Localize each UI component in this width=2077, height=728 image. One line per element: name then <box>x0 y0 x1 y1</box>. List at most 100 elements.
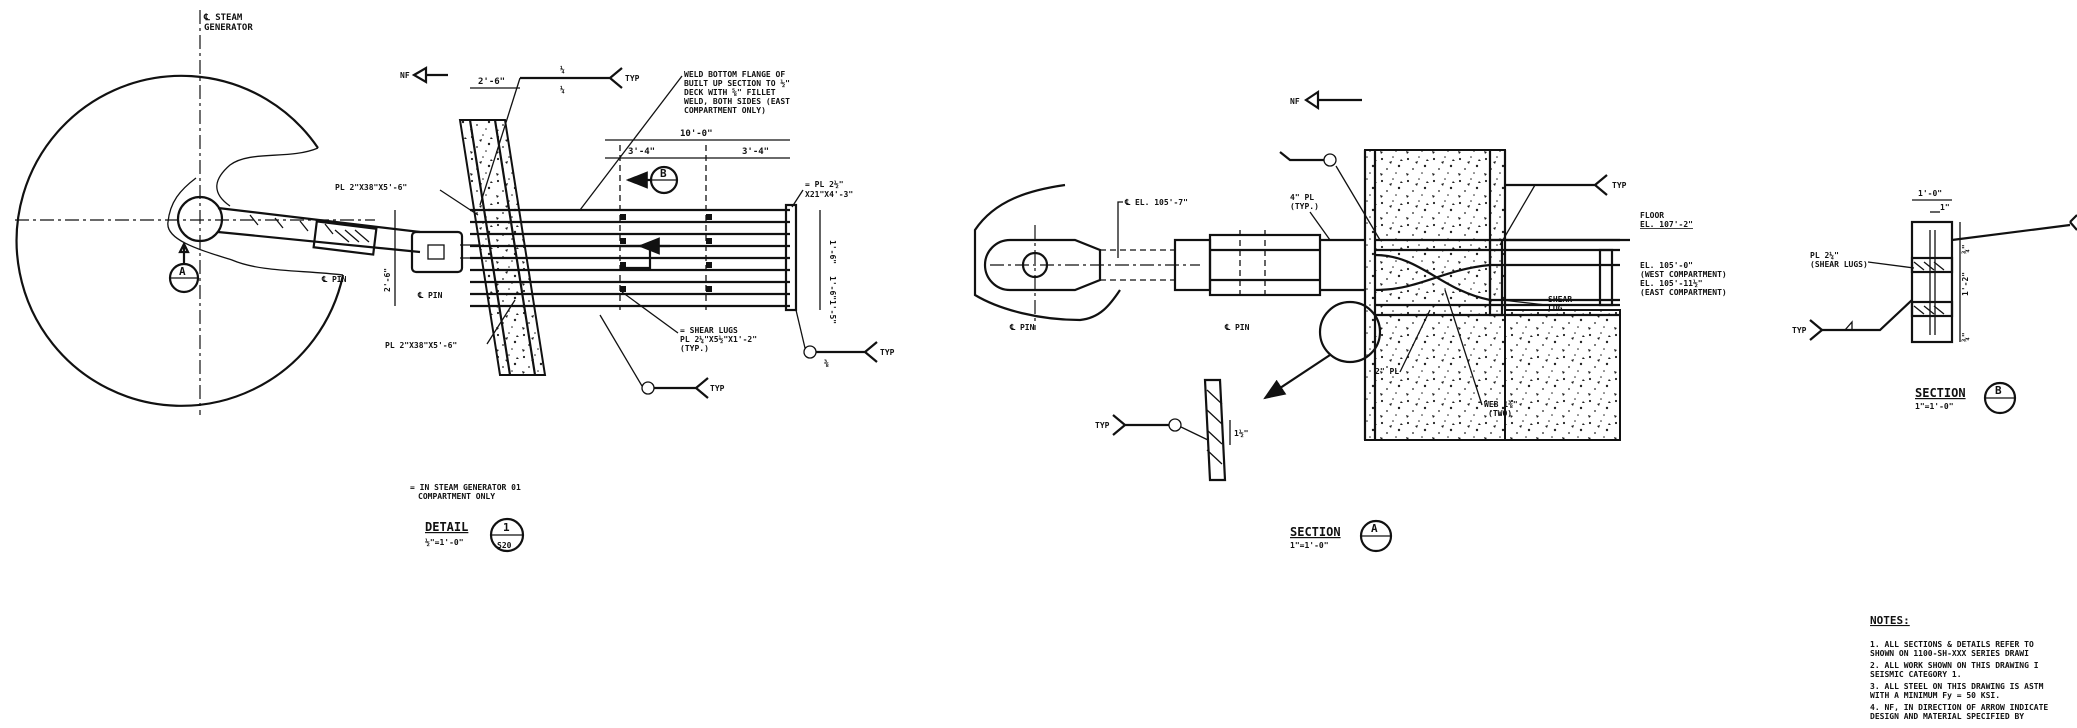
note-line-4: SEISMIC CATEGORY 1. <box>1870 670 1962 679</box>
svg-text:WELD BOTTOM FLANGE OF: WELD BOTTOM FLANGE OF <box>684 70 785 79</box>
pl-b-label-1: PL 2¼" <box>1810 251 1839 260</box>
nf-arrow <box>411 66 448 84</box>
dim-1-2: 1'-2" <box>1961 272 1970 296</box>
svg-text:(TYP.): (TYP.) <box>680 344 709 353</box>
svg-text:= SHEAR LUGS: = SHEAR LUGS <box>680 326 738 335</box>
pin-eye <box>983 238 1102 292</box>
el-east-2: (EAST COMPARTMENT) <box>1640 288 1727 297</box>
notes-heading: NOTES: <box>1870 614 1910 627</box>
pin-hole <box>427 244 445 260</box>
nf-label-a: NF <box>1290 97 1300 106</box>
pl-top-label: PL 2"X38"X5'-6" <box>335 183 407 192</box>
note-line-7: 4. NF, IN DIRECTION OF ARROW INDICATE <box>1870 703 2048 712</box>
beam-web-bottom <box>1374 263 1620 292</box>
shear-lug-label-2: LUG <box>1548 304 1563 313</box>
detail-callout-circle <box>1318 300 1382 364</box>
section-a-marker-letter: A <box>179 265 186 278</box>
pl4-label-2: (TYP.) <box>1290 202 1319 211</box>
clevis-plate <box>312 220 378 256</box>
typ-label-sketch: TYP <box>1095 421 1110 430</box>
weld-symbol-b <box>1822 299 1913 332</box>
el-west-2: (WEST COMPARTMENT) <box>1640 270 1727 279</box>
note-line-6: WITH A MINIMUM Fy = 50 KSI. <box>1870 691 2000 700</box>
notes-block: NOTES: 1. ALL SECTIONS & DETAILS REFER T… <box>1870 614 2048 721</box>
weld-symbol-bottom-right <box>816 341 878 363</box>
weld-symbol-sketch <box>1112 414 1169 436</box>
pin-block <box>410 230 464 274</box>
section-b-bubble-letter: B <box>1995 384 2002 397</box>
weld-symbol-bottom <box>654 377 709 399</box>
section-a-bubble-letter: A <box>1371 522 1378 535</box>
footnote-line2: COMPARTMENT ONLY <box>418 492 495 501</box>
section-b: 1'-0" 1" 1'-2" ¾" ¾" PL 2¼" (SHEAR LUGS)… <box>1792 189 2077 415</box>
support-pin-circle <box>176 195 224 243</box>
footnote-line1: = IN STEAM GENERATOR 01 <box>410 483 521 492</box>
section-a-title: SECTION <box>1290 525 1341 539</box>
dim-2-6-left: 2'-6" <box>383 268 392 292</box>
floor-label-1: FLOOR <box>1640 211 1664 220</box>
built-up-section <box>470 208 790 308</box>
pl-right-label-1: = PL 2½" <box>805 179 844 189</box>
pin-label-a2: ℄ PIN <box>1224 323 1250 332</box>
weld-note: WELD BOTTOM FLANGE OF BUILT UP SECTION T… <box>684 70 790 115</box>
el-east-1: EL. 105'-11½" <box>1640 278 1703 288</box>
pl-bottom-label: PL 2"X38"X5'-6" <box>385 341 457 350</box>
shear-lug-block <box>1488 238 1504 317</box>
section-a: 1½" TYP NF ℄ EL. 105'-7" 4" PL (TYP.) TY… <box>973 89 1727 553</box>
detail-bubble-sheet: S20 <box>497 541 512 550</box>
dim-1-6-a: 1'-6" <box>828 240 837 264</box>
typ-label-2: TYP <box>880 348 895 357</box>
typ-label-a: TYP <box>1612 181 1627 190</box>
dim-small: 1½" <box>1234 428 1248 438</box>
weld-frac-top: ¼ <box>560 65 565 74</box>
nf-label: NF <box>400 71 410 80</box>
svg-text:COMPARTMENT ONLY): COMPARTMENT ONLY) <box>684 106 766 115</box>
note-line-5: 3. ALL STEEL ON THIS DRAWING IS ASTM <box>1870 682 2044 691</box>
detail-bubble-number: 1 <box>503 521 510 534</box>
svg-text:DECK WITH ⅝" FILLET: DECK WITH ⅝" FILLET <box>684 87 776 97</box>
section-a-scale: 1"=1'-0" <box>1290 541 1329 550</box>
web-label-2: (TWO) <box>1488 409 1512 418</box>
web-label-1: WEB 1⅜" <box>1484 399 1518 409</box>
support-bracket-outline <box>167 147 344 276</box>
callout-arrow <box>1263 354 1331 400</box>
weld-symbol-top <box>520 67 623 89</box>
dim-10-0: 10'-0" <box>680 129 713 139</box>
bracket-outline <box>973 183 1121 322</box>
typ-label-1: TYP <box>625 74 640 83</box>
wall-liner-plates <box>468 119 537 376</box>
strut-hatch <box>249 214 334 235</box>
floor-label-2: EL. 107'-2" <box>1640 220 1693 229</box>
weld-frac-bottom: ¼ <box>560 85 565 94</box>
beam-web-top <box>1374 253 1620 302</box>
typ-label-3: TYP <box>710 384 725 393</box>
pl-b-label-2: (SHEAR LUGS) <box>1810 260 1868 269</box>
section-b-marker-letter: B <box>660 167 667 180</box>
weld-symbol-typ <box>1505 174 1608 196</box>
pin-label-1: ℄ PIN <box>321 275 347 284</box>
note-line-3: 2. ALL WORK SHOWN ON THIS DRAWING I <box>1870 661 2039 670</box>
pl4-label-1: 4" PL <box>1290 193 1314 202</box>
dim-1-0: 1'-0" <box>1918 189 1942 198</box>
el-pin-label: ℄ EL. 105'-7" <box>1124 198 1188 207</box>
section-b-title: SECTION <box>1915 386 1966 400</box>
nf-arrow-a <box>1304 89 1362 111</box>
detail-title: DETAIL <box>425 520 468 534</box>
detail-1: ℄ STEAM GENERATOR A ℄ PIN ℄ PIN <box>15 10 895 553</box>
svg-text:WELD, BOTH SIDES (EAST: WELD, BOTH SIDES (EAST <box>684 97 790 106</box>
strut-arm <box>217 206 421 254</box>
note-line-2: SHOWN ON 1100-SH-XXX SERIES DRAWI <box>1870 649 2029 658</box>
sg-label-line1: ℄ STEAM <box>203 12 243 23</box>
typ-label-b: TYP <box>1792 326 1807 335</box>
dim-34-a: ¾" <box>1961 244 1970 254</box>
section-b-outline <box>1910 220 1954 344</box>
concrete-wall <box>458 119 547 376</box>
pin-label-2: ℄ PIN <box>417 291 443 300</box>
el-west-1: EL. 105'-0" <box>1640 261 1693 270</box>
steam-generator-outline <box>15 74 345 407</box>
pl2-label: 2" PL <box>1375 367 1399 376</box>
svg-text:PL 2¼"X5½"X1'-2": PL 2¼"X5½"X1'-2" <box>680 334 757 344</box>
section-b-scale: 1"=1'-0" <box>1915 402 1954 411</box>
note-line-1: 1. ALL SECTIONS & DETAILS REFER TO <box>1870 640 2034 649</box>
